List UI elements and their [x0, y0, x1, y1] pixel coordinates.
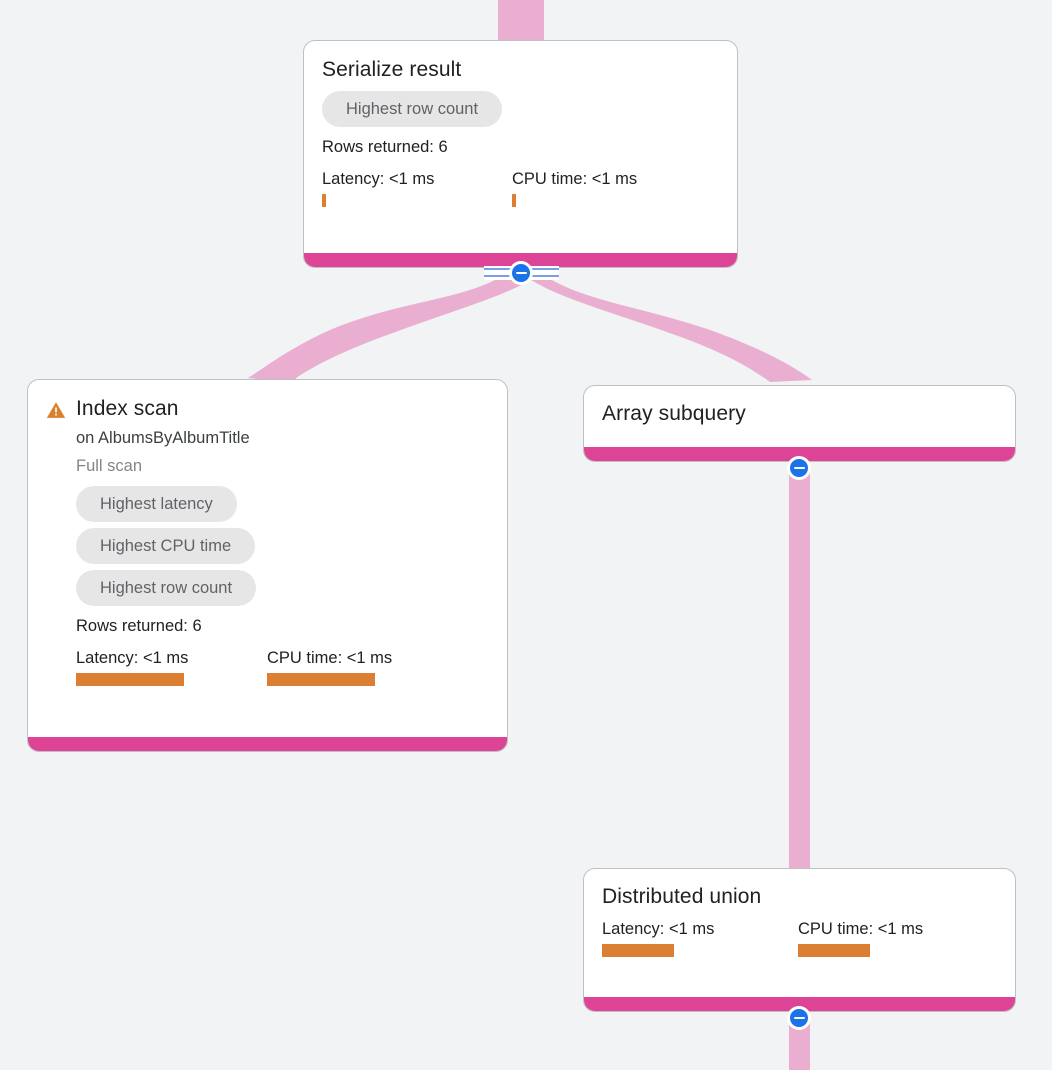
metric-cpu-time-label: CPU time: <1 ms [267, 649, 393, 667]
node-detail-block: on AlbumsByAlbumTitle Full scan Highest … [46, 427, 489, 686]
node-accent-bar [584, 447, 1015, 461]
collapse-toggle-serialize-result[interactable] [509, 261, 533, 285]
metric-latency-label: Latency: <1 ms [602, 920, 715, 938]
chip-highest-latency[interactable]: Highest latency [76, 486, 237, 522]
rows-returned: Rows returned: 6 [76, 617, 202, 635]
rows-returned: Rows returned: 6 [322, 138, 448, 156]
node-accent-bar [28, 737, 507, 751]
metric-latency-bar [322, 194, 326, 207]
metric-cpu-time: CPU time: <1 ms [267, 648, 392, 686]
node-title: Serialize result [322, 58, 462, 81]
collapse-toggle-array-subquery[interactable] [787, 456, 811, 480]
node-body: Array subquery [584, 386, 1015, 447]
metric-latency: Latency: <1 ms [602, 919, 798, 957]
metric-cpu-time: CPU time: <1 ms [798, 919, 923, 957]
edge-serialize-to-index-scan [248, 272, 536, 382]
node-metrics: Latency: <1 ms CPU time: <1 ms [602, 919, 997, 957]
node-body: Serialize result Highest row count Rows … [304, 41, 737, 253]
metric-cpu-time-label: CPU time: <1 ms [512, 170, 638, 188]
metric-cpu-time-bar [798, 944, 870, 957]
node-chips: Highest latency Highest CPU time Highest… [76, 486, 489, 606]
metric-latency-bar [76, 673, 184, 686]
collapse-toggle-distributed-union[interactable] [787, 1006, 811, 1030]
edge-serialize-to-array-subquery [528, 272, 812, 382]
chip-highest-row-count[interactable]: Highest row count [322, 91, 503, 127]
node-body: Index scan on AlbumsByAlbumTitle Full sc… [28, 380, 507, 737]
metric-latency-label: Latency: <1 ms [76, 649, 189, 667]
node-title: Array subquery [602, 402, 746, 425]
metric-cpu-time-label: CPU time: <1 ms [798, 920, 924, 938]
node-accent-bar [304, 253, 737, 267]
edge-into-serialize-result [498, 0, 544, 44]
node-subtitle: on AlbumsByAlbumTitle [76, 429, 250, 447]
node-metrics: Latency: <1 ms CPU time: <1 ms [322, 169, 719, 207]
node-distributed-union[interactable]: Distributed union Latency: <1 ms CPU tim… [583, 868, 1016, 1012]
chip-highest-cpu-time[interactable]: Highest CPU time [76, 528, 256, 564]
metric-latency-label: Latency: <1 ms [322, 170, 435, 188]
node-index-scan[interactable]: Index scan on AlbumsByAlbumTitle Full sc… [27, 379, 508, 752]
chip-highest-row-count[interactable]: Highest row count [76, 570, 257, 606]
metric-latency: Latency: <1 ms [76, 648, 267, 686]
node-subtitle-secondary: Full scan [76, 457, 143, 475]
node-serialize-result[interactable]: Serialize result Highest row count Rows … [303, 40, 738, 268]
metric-latency: Latency: <1 ms [322, 169, 512, 207]
node-chips: Highest row count [322, 91, 719, 127]
node-title: Distributed union [602, 885, 762, 908]
node-title-row: Index scan [46, 396, 489, 422]
metric-cpu-time: CPU time: <1 ms [512, 169, 637, 207]
metric-cpu-time-bar [512, 194, 516, 207]
node-title: Index scan [76, 397, 179, 420]
node-body: Distributed union Latency: <1 ms CPU tim… [584, 869, 1015, 997]
node-accent-bar [584, 997, 1015, 1011]
warning-triangle-icon [46, 402, 66, 418]
metric-latency-bar [602, 944, 674, 957]
node-array-subquery[interactable]: Array subquery [583, 385, 1016, 462]
metric-cpu-time-bar [267, 673, 375, 686]
node-metrics: Latency: <1 ms CPU time: <1 ms [76, 648, 489, 686]
node-title-row: Serialize result [322, 57, 719, 83]
edge-array-subquery-to-distributed-union [789, 462, 810, 874]
